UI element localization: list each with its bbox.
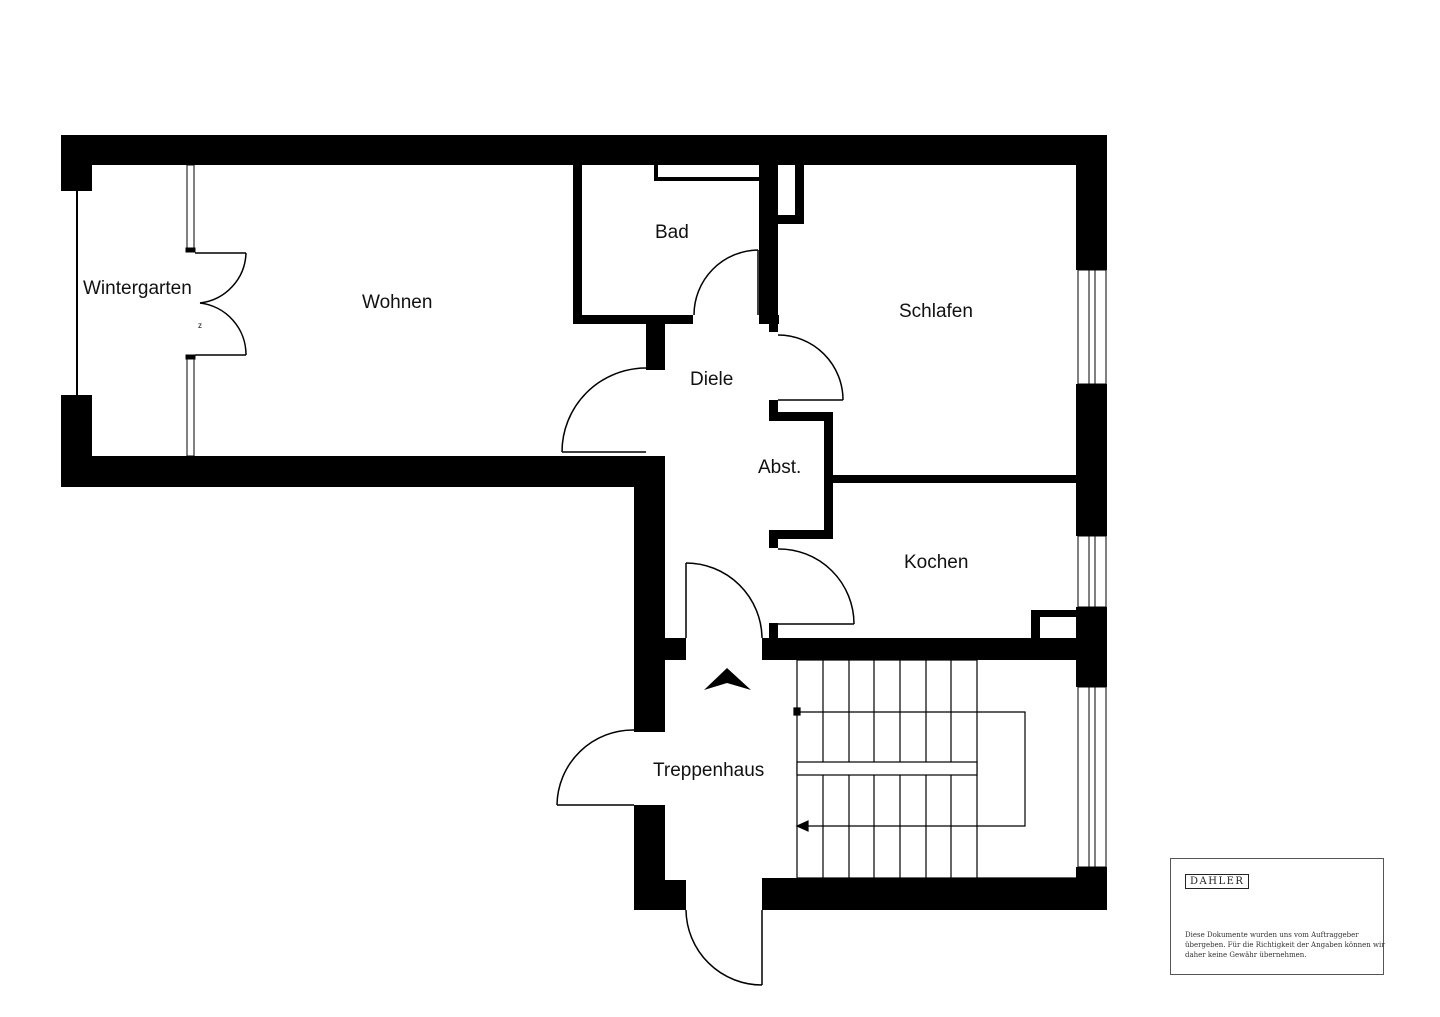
disclaimer-text: Diese Dokumente wurden uns vom Auftragge…	[1185, 931, 1385, 959]
disclaimer-box: DAHLER Diese Dokumente wurden uns vom Au…	[1170, 858, 1385, 975]
room-labels: Wintergarten Wohnen Bad Diele Schlafen A…	[83, 222, 973, 781]
room-label-wintergarten: Wintergarten	[83, 278, 192, 299]
room-label-treppenhaus: Treppenhaus	[653, 760, 764, 781]
room-label-abst: Abst.	[758, 457, 801, 478]
room-label-schlafen: Schlafen	[899, 301, 973, 322]
door-mark: z	[198, 321, 202, 330]
windows	[76, 164, 1107, 868]
stairs	[793, 659, 1076, 879]
walls	[61, 135, 1107, 910]
brand-logo: DAHLER	[1185, 874, 1250, 889]
room-label-kochen: Kochen	[904, 552, 968, 573]
room-label-wohnen: Wohnen	[362, 292, 432, 313]
room-label-bad: Bad	[655, 222, 689, 243]
room-label-diele: Diele	[690, 369, 733, 390]
entrance-arrow-icon	[704, 668, 751, 690]
doors	[195, 249, 855, 986]
